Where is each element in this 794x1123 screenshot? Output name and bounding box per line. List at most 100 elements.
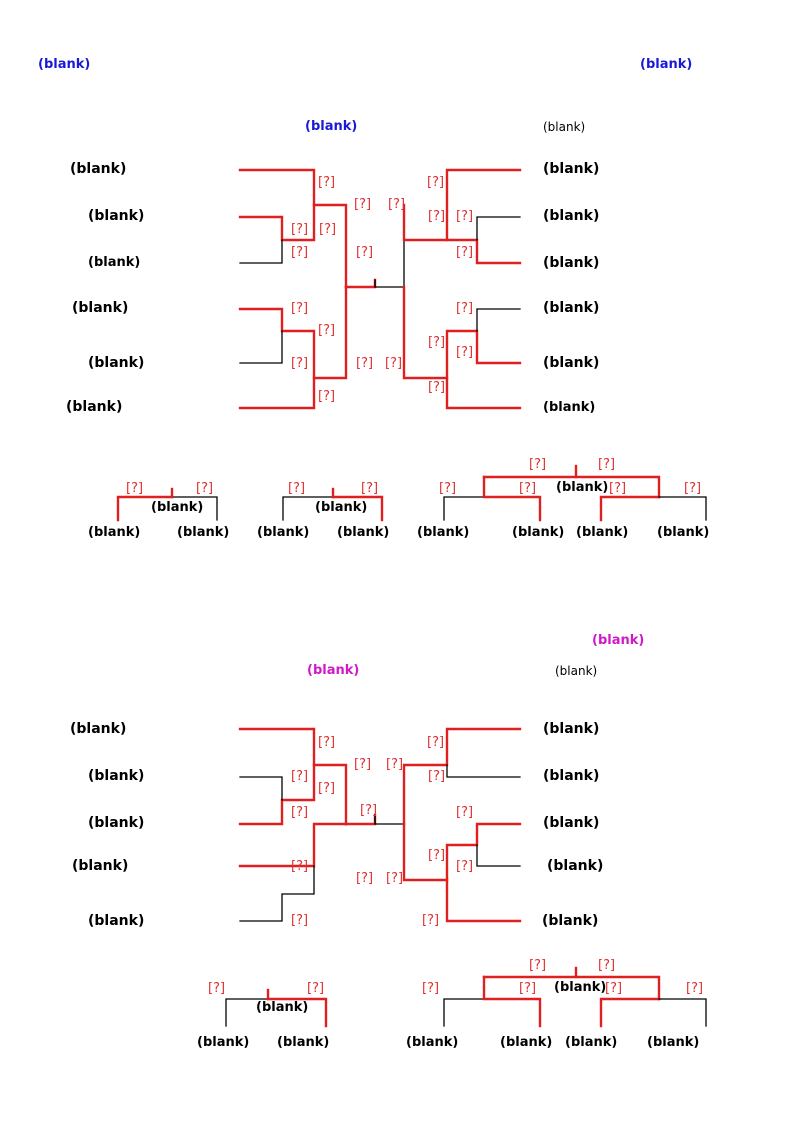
girls-third-bracket <box>225 988 328 1028</box>
boys-score: [?] <box>456 301 474 316</box>
boys-right-team: (blank) <box>543 300 600 316</box>
girls-fifth-score: [?] <box>605 981 623 996</box>
boys-score: [?] <box>356 356 374 371</box>
boys-left-team: (blank) <box>88 355 145 371</box>
boys-score: [?] <box>456 209 474 224</box>
boys-third-score: [?] <box>126 481 144 496</box>
boys-left-team: (blank) <box>72 300 129 316</box>
boys-right-team: (blank) <box>543 255 600 271</box>
boys-right-team: (blank) <box>543 161 600 177</box>
girls-third-label: (blank) <box>256 1000 309 1015</box>
girls-score: [?] <box>356 871 374 886</box>
boys-score: [?] <box>291 301 309 316</box>
boys-score: [?] <box>385 356 403 371</box>
girls-right-win-lines <box>402 727 522 923</box>
boys-score: [?] <box>388 197 406 212</box>
girls-score: [?] <box>427 735 445 750</box>
boys-left-team: (blank) <box>66 399 123 415</box>
boys-second-bracket <box>282 487 384 522</box>
girls-fifth-score: [?] <box>598 958 616 973</box>
boys-left-team: (blank) <box>88 208 145 224</box>
boys-fifth-score: [?] <box>598 457 616 472</box>
boys-third-score: [?] <box>196 481 214 496</box>
girls-fifth-score: [?] <box>519 981 537 996</box>
boys-fifth-bracket <box>443 464 707 522</box>
girls-score: [?] <box>291 805 309 820</box>
girls-fifth-team: (blank) <box>565 1035 618 1050</box>
girls-score: [?] <box>318 735 336 750</box>
boys-second-label: (blank) <box>315 500 368 515</box>
boys-fifth-score: [?] <box>609 481 627 496</box>
boys-fifth-team: (blank) <box>512 525 565 540</box>
boys-fifth-label: (blank) <box>556 480 609 495</box>
boys-second-score: [?] <box>288 481 306 496</box>
boys-right-lose-lines <box>476 216 521 332</box>
boys-left-team: (blank) <box>88 255 141 270</box>
boys-fifth-score: [?] <box>439 481 457 496</box>
girls-score: [?] <box>318 781 336 796</box>
girls-score: [?] <box>354 757 372 772</box>
girls-left-team: (blank) <box>88 815 145 831</box>
girls-score: [?] <box>291 769 309 784</box>
girls-score: [?] <box>456 859 474 874</box>
girls-score: [?] <box>422 913 440 928</box>
boys-third-team: (blank) <box>177 525 230 540</box>
girls-final-score: [?] <box>360 803 378 818</box>
girls-score: [?] <box>386 757 404 772</box>
girls-right-team: (blank) <box>543 721 600 737</box>
boys-score: [?] <box>428 380 446 395</box>
boys-fifth-team: (blank) <box>657 525 710 540</box>
boys-section-title: (blank) <box>305 119 358 134</box>
girls-right-lose-lines <box>446 764 521 867</box>
girls-third-score: [?] <box>208 981 226 996</box>
girls-left-team: (blank) <box>72 858 129 874</box>
boys-score: [?] <box>318 175 336 190</box>
girls-section-title: (blank) <box>307 663 360 678</box>
venue-label: (blank) <box>640 57 693 72</box>
girls-right-team: (blank) <box>542 913 599 929</box>
boys-score: [?] <box>456 345 474 360</box>
boys-score: [?] <box>291 356 309 371</box>
boys-right-team: (blank) <box>543 355 600 371</box>
boys-score: [?] <box>319 222 337 237</box>
boys-fifth-score: [?] <box>684 481 702 496</box>
page-title: (blank) <box>38 57 91 72</box>
boys-fifth-score: [?] <box>529 457 547 472</box>
girls-venue-label: (blank) <box>592 633 645 648</box>
boys-score: [?] <box>318 323 336 338</box>
boys-final-score: [?] <box>356 245 374 260</box>
girls-fifth-label: (blank) <box>554 980 607 995</box>
girls-fifth-team: (blank) <box>500 1035 553 1050</box>
boys-right-team: (blank) <box>543 208 600 224</box>
girls-score: [?] <box>428 848 446 863</box>
boys-third-team: (blank) <box>88 525 141 540</box>
boys-third-label: (blank) <box>151 500 204 515</box>
boys-second-score: [?] <box>361 481 379 496</box>
boys-fifth-score: [?] <box>519 481 537 496</box>
boys-score: [?] <box>427 175 445 190</box>
girls-left-win-lines <box>238 727 377 868</box>
girls-score: [?] <box>291 859 309 874</box>
girls-right-team: (blank) <box>547 858 604 874</box>
girls-third-team: (blank) <box>277 1035 330 1050</box>
girls-fifth-score: [?] <box>686 981 704 996</box>
girls-third-team: (blank) <box>197 1035 250 1050</box>
girls-ranking-note: (blank) <box>555 664 598 678</box>
girls-fifth-bracket <box>443 966 707 1028</box>
girls-left-lose-lines <box>239 776 405 922</box>
boys-fifth-team: (blank) <box>576 525 629 540</box>
boys-score: [?] <box>456 245 474 260</box>
boys-right-team: (blank) <box>543 400 596 415</box>
girls-score: [?] <box>456 805 474 820</box>
boys-right-win-lines <box>402 168 522 410</box>
girls-left-team: (blank) <box>88 913 145 929</box>
girls-third-score: [?] <box>307 981 325 996</box>
boys-score: [?] <box>428 209 446 224</box>
boys-left-lose-lines <box>239 204 405 364</box>
boys-score: [?] <box>354 197 372 212</box>
boys-score: [?] <box>318 389 336 404</box>
girls-score: [?] <box>428 769 446 784</box>
boys-left-team: (blank) <box>70 161 127 177</box>
